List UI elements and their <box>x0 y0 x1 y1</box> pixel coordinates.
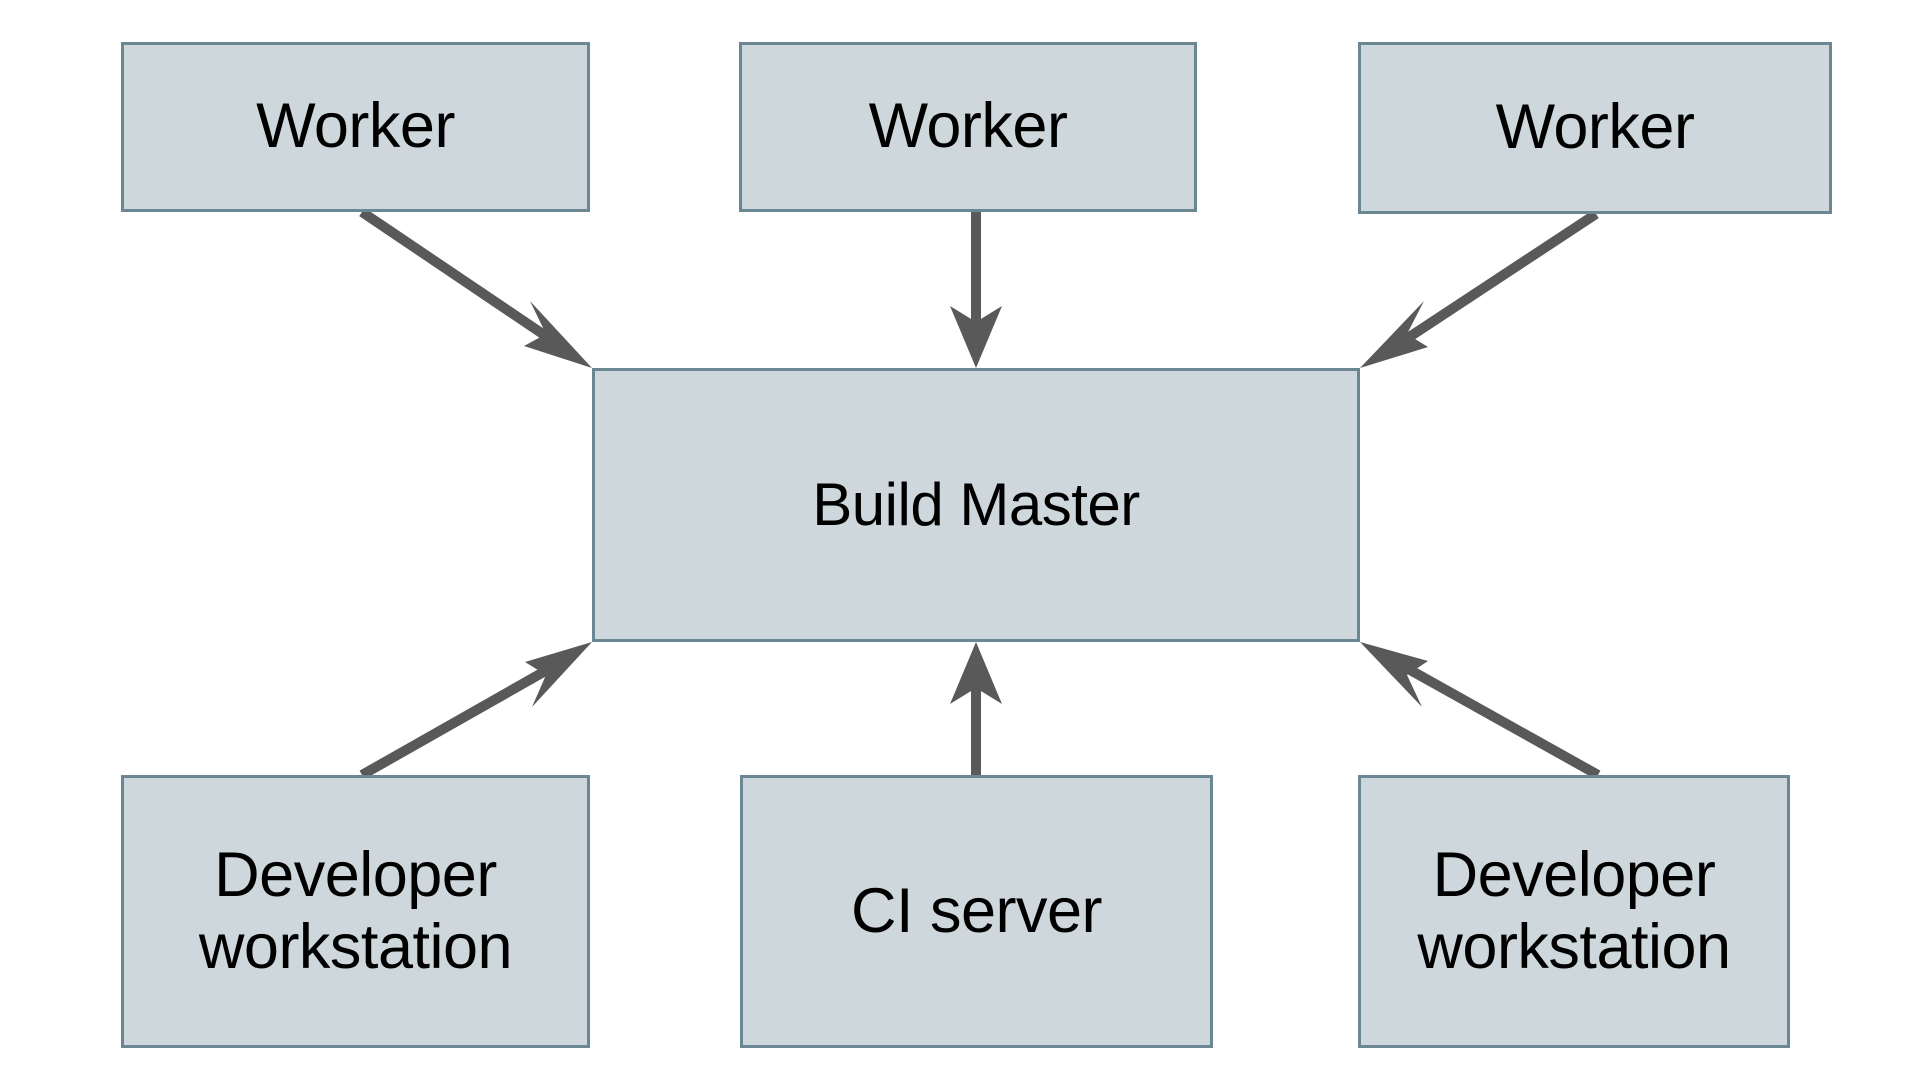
node-worker-mid[interactable]: Worker <box>739 42 1197 212</box>
node-ci-server[interactable]: CI server <box>740 775 1213 1048</box>
node-build-master[interactable]: Build Master <box>592 368 1360 642</box>
node-developer-workstation-right[interactable]: Developer workstation <box>1358 775 1790 1048</box>
node-label: Worker <box>1495 92 1695 163</box>
node-label: Build Master <box>812 471 1140 539</box>
node-worker-right[interactable]: Worker <box>1358 42 1832 214</box>
edge-ci-server-to-build-master <box>950 642 1002 775</box>
node-worker-left[interactable]: Worker <box>121 42 590 212</box>
edge-worker-mid-to-build-master <box>950 212 1002 368</box>
node-label: Developer workstation <box>1417 840 1731 982</box>
edge-worker-right-to-build-master <box>1360 209 1599 368</box>
edge-worker-left-to-build-master <box>359 207 592 368</box>
node-label: Worker <box>868 91 1068 162</box>
edge-dev-right-to-build-master <box>1360 642 1601 780</box>
node-label: Worker <box>256 91 455 162</box>
edge-dev-left-to-build-master <box>359 642 592 780</box>
node-label: Developer workstation <box>198 840 513 982</box>
node-developer-workstation-left[interactable]: Developer workstation <box>121 775 590 1048</box>
node-label: CI server <box>850 875 1103 946</box>
